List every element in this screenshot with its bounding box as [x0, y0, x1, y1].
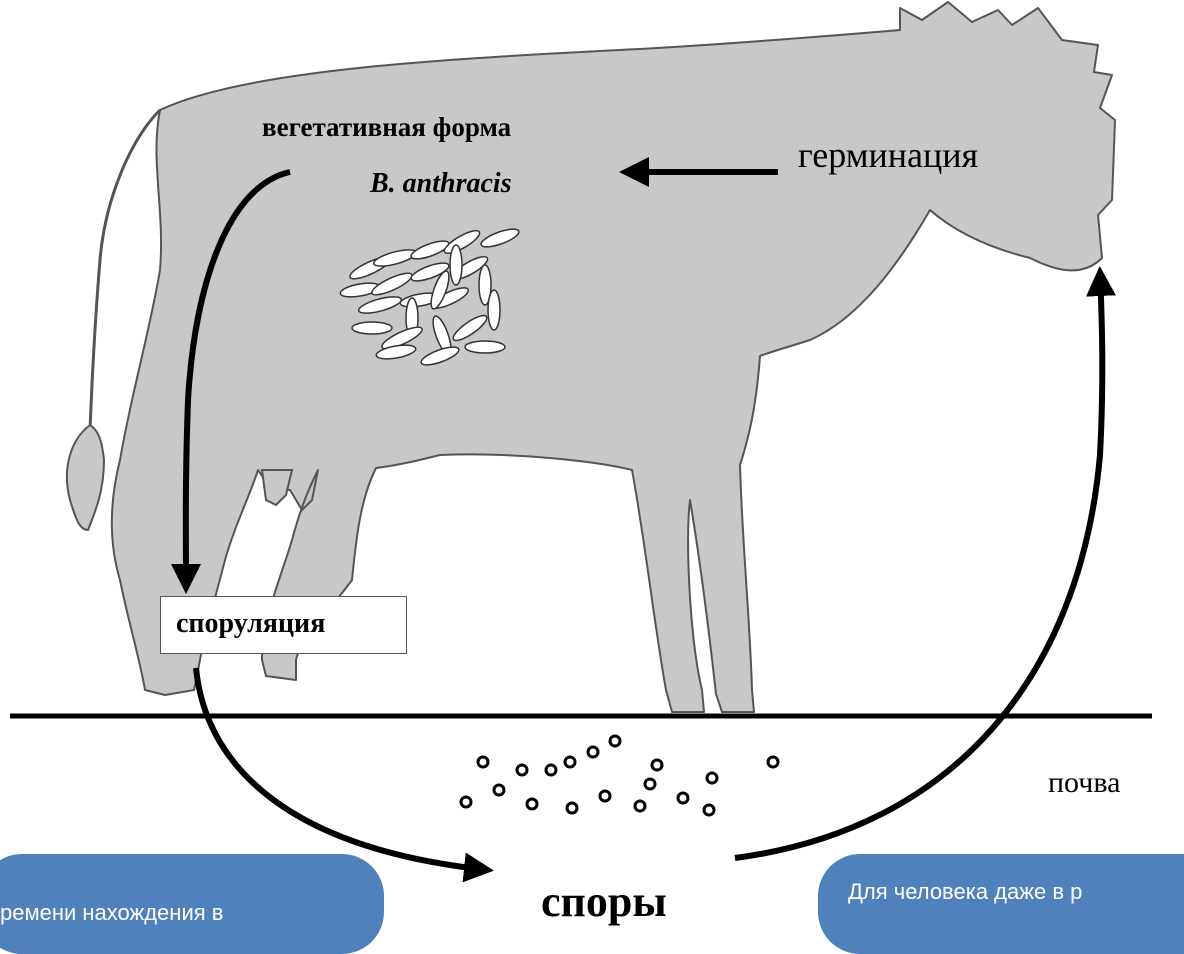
germination-label: герминация [798, 134, 978, 176]
sporulation-to-spores-arrow [196, 668, 488, 870]
spores-label: споры [541, 876, 667, 927]
cow-tail-tuft [67, 425, 104, 530]
species-name-label: B. anthracis [370, 168, 512, 200]
info-panel-right[interactable]: Для человека даже в р [818, 854, 1184, 954]
spores-cluster [461, 736, 778, 815]
sporulation-label: споруляция [176, 608, 325, 640]
info-panel-left[interactable]: ремени нахождения в [0, 854, 384, 954]
cow-udder [262, 470, 292, 505]
info-panel-left-text: ремени нахождения в [0, 900, 223, 925]
vegetative-form-label: вегетативная форма [262, 112, 642, 143]
soil-label: почва [1048, 766, 1120, 800]
anthrax-life-cycle-diagram: вегетативная форма B. anthracis герминац… [0, 0, 1184, 921]
info-panel-right-text: Для человека даже в р [848, 879, 1082, 904]
